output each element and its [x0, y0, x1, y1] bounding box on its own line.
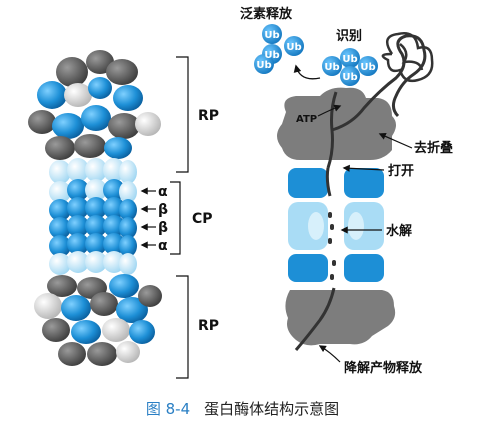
top-blue-ring-left — [288, 168, 328, 198]
bottom-rp-body — [285, 290, 396, 346]
folded-protein — [381, 32, 434, 83]
recognition-label: 识别 — [336, 29, 362, 44]
atp-arrow — [317, 104, 342, 117]
bottom-blue-ring-right — [344, 254, 384, 282]
opening-pointer — [342, 164, 385, 172]
top-regulatory-particle — [28, 50, 161, 160]
bottom-regulatory-particle — [34, 274, 162, 366]
rp-bottom-label: RP — [198, 318, 219, 334]
top-blue-ring-right — [344, 168, 384, 198]
figure-title: 蛋白酶体结构示意图 — [204, 400, 340, 418]
ring-arrows — [140, 187, 156, 249]
core-particle — [49, 158, 137, 275]
beta-ring-top-label: β — [158, 202, 168, 218]
ub-label: Ub — [342, 72, 357, 83]
cp-label: CP — [192, 211, 213, 227]
rp-top-label: RP — [198, 108, 219, 124]
ub-label: Ub — [360, 62, 375, 73]
figure-caption: 图 8-4 蛋白酶体结构示意图 — [0, 398, 485, 419]
peptide-fragments — [294, 212, 336, 351]
ub-label: Ub — [324, 62, 339, 73]
right-proteasome-section: Ub Ub Ub Ub Ub Ub Ub Ub — [254, 24, 434, 351]
ub-label: Ub — [264, 50, 279, 61]
unfolding-pointer — [378, 133, 413, 149]
product-release-label: 降解产物释放 — [344, 360, 423, 376]
top-rp-body — [277, 87, 396, 160]
ub-label: Ub — [256, 60, 271, 71]
left-proteasome — [28, 50, 162, 366]
cp-bracket — [170, 181, 181, 255]
hydrolysis-label: 水解 — [386, 223, 412, 239]
alpha-ring-top-label: α — [158, 184, 168, 200]
bottom-blue-ring-left — [288, 254, 328, 282]
alpha-ring-bottom-label: α — [158, 238, 168, 254]
opening-label: 打开 — [388, 163, 414, 179]
rp-bottom-bracket — [176, 275, 189, 379]
unfolding-label: 去折叠 — [414, 140, 453, 156]
ubiquitin-cluster-recognized: Ub Ub Ub Ub — [322, 48, 378, 86]
ubiquitin-cluster-released: Ub Ub Ub Ub — [254, 24, 304, 74]
ub-label: Ub — [286, 42, 301, 53]
figure-number: 图 8-4 — [145, 400, 191, 418]
ub-release-label: 泛素释放 — [240, 6, 293, 22]
ub-label: Ub — [264, 30, 279, 41]
atp-label: ATP — [296, 114, 317, 125]
product-release-pointer — [318, 345, 341, 363]
ub-label: Ub — [342, 54, 357, 65]
unfolding-strand — [331, 34, 427, 132]
ub-release-arrow — [293, 64, 321, 80]
beta-ring-bottom-label: β — [158, 220, 168, 236]
rp-top-bracket — [176, 56, 189, 173]
